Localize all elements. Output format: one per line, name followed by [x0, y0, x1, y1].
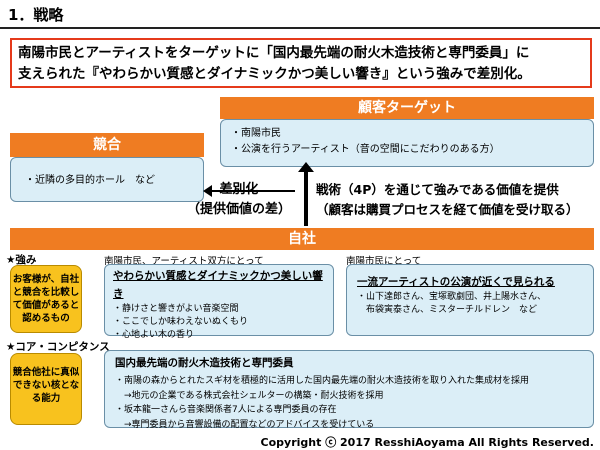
strategy-statement: 南陽市民とアーティストをターゲットに「国内最先端の耐火木造技術と専門委員」に 支… — [10, 38, 592, 88]
core-competence-label: ★コア・コンピタンス — [6, 341, 110, 353]
strength-right-audience: 南陽市民にとって — [346, 256, 422, 267]
strength-artists-item: 布袋寅泰さん、ミスターチルドレン など — [357, 305, 538, 315]
strength-sound-item: ・静けさと響きがよい音楽空間 — [113, 304, 239, 314]
core-item: ・坂本龍一さんら音楽関係者7人による専門委員の存在 — [115, 405, 337, 415]
strength-box-artists: 一流アーティストの公演が近くで見られる ・山下達郎さん、宝塚歌劇団、井上陽水さん… — [346, 264, 594, 336]
core-competence-box: 国内最先端の耐火木造技術と専門委員 ・南陽の森からとれたスギ材を積極的に活用した… — [104, 350, 594, 430]
core-item: →専門委員から音響設備の配置などのアドバイスを受けている — [115, 419, 375, 430]
strength-label: ★強み — [6, 254, 37, 266]
strength-left-audience: 南陽市民、アーティスト双方にとって — [104, 256, 264, 267]
core-competence-definition-box: 競合他社に真似できない核となる能力 — [10, 353, 82, 425]
customer-item: ・公演を行うアーティスト（音の空間にこだわりのある方） — [231, 144, 500, 155]
customer-target-header: 顧客ターゲット — [220, 97, 594, 119]
strength-artists-item: ・山下達郎さん、宝塚歌劇団、井上陽水さん、 — [357, 292, 547, 302]
competition-header: 競合 — [10, 133, 204, 157]
company-header: 自社 — [10, 228, 594, 250]
strength-definition-box: お客様が、自社と競合を比較して価値があると認めるもの — [10, 265, 82, 333]
statement-line-1: 南陽市民とアーティストをターゲットに「国内最先端の耐火木造技術と専門委員」に — [18, 45, 530, 61]
strength-sound-item: ・ここでしか味わえないぬくもり — [113, 317, 249, 327]
value-delivery-arrow — [298, 162, 314, 226]
heading-underline — [0, 27, 600, 29]
value-line-2: （顧客は購買プロセスを経て価値を受け取る） — [316, 202, 579, 217]
strength-sound-item: ・心地よい木の香り — [113, 330, 195, 340]
differentiation-arrow — [203, 185, 295, 197]
differentiation-line-1: 差別化 — [219, 182, 259, 197]
value-line-1: 戦術（4P）を通じて強みである価値を提供 — [316, 182, 559, 197]
competition-box: ・近隣の多目的ホール など — [10, 157, 204, 202]
differentiation-line-2: （提供価値の差） — [186, 202, 291, 217]
section-heading: 1．戦略 — [8, 6, 64, 24]
core-competence-title: 国内最先端の耐火木造技術と専門委員 — [115, 357, 294, 369]
competition-item: ・近隣の多目的ホール など — [25, 175, 155, 186]
strength-sound-title: やわらかい質感とダイナミックかつ美しい響き — [113, 270, 323, 300]
statement-line-2: 支えられた『やわらかい質感とダイナミックかつ美しい響き』という強みで差別化。 — [18, 66, 531, 82]
customer-item: ・南陽市民 — [231, 128, 281, 139]
customer-target-box: ・南陽市民 ・公演を行うアーティスト（音の空間にこだわりのある方） — [220, 119, 594, 167]
strength-box-sound: やわらかい質感とダイナミックかつ美しい響き ・静けさと響きがよい音楽空間 ・ここ… — [104, 264, 334, 340]
core-item: →地元の企業である株式会社シェルターの構築・耐火技術を採用 — [115, 390, 384, 401]
copyright-notice: Copyright ⓒ 2017 ResshiAoyama All Rights… — [260, 436, 594, 449]
core-item: ・南陽の森からとれたスギ材を積極的に活用した国内最先端の耐火木造技術を取り入れた… — [115, 376, 530, 386]
differentiation-label: 差別化 （提供価値の差） — [184, 180, 294, 220]
strength-artists-title: 一流アーティストの公演が近くで見られる — [357, 276, 555, 288]
value-delivery-label: 戦術（4P）を通じて強みである価値を提供 （顧客は購買プロセスを経て価値を受け取… — [316, 180, 600, 220]
